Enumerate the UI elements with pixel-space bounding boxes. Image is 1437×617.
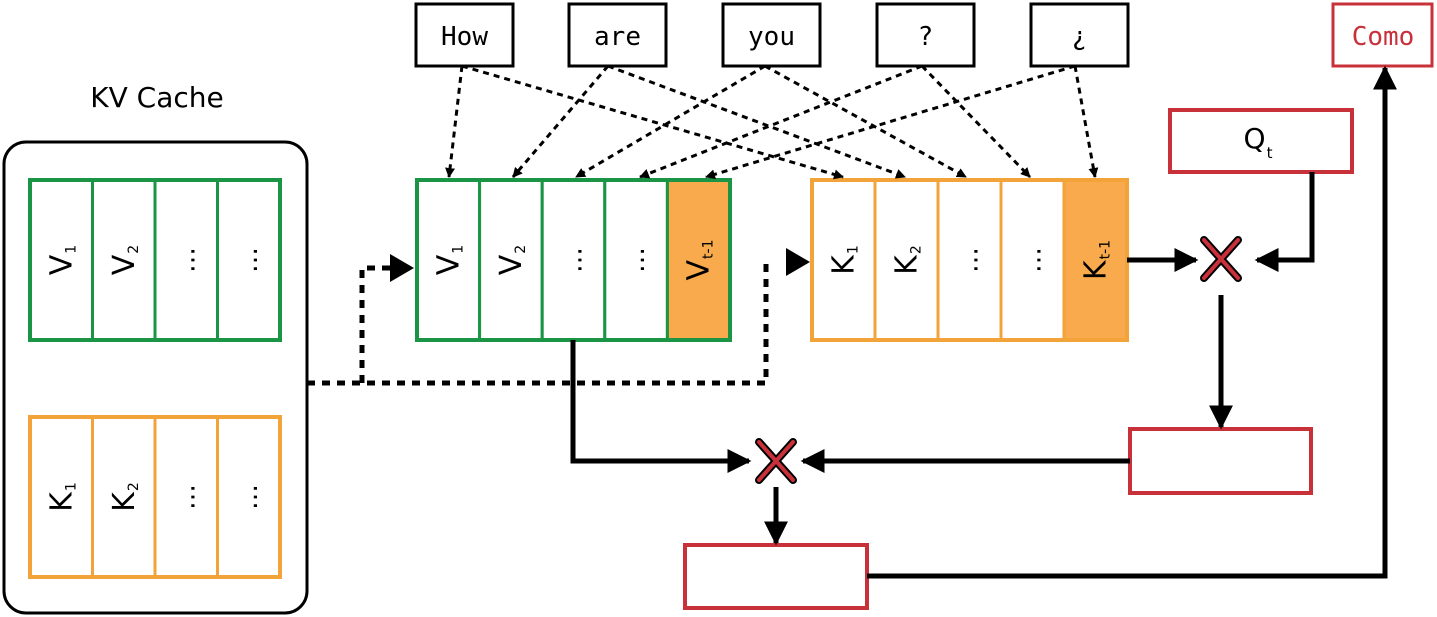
token-box [721, 2, 822, 68]
cache-load-path [307, 262, 769, 386]
cache-value-label: … [171, 247, 201, 273]
flow-arrows [570, 65, 1397, 579]
key-label: K2 [889, 245, 925, 275]
value-label: V2 [493, 245, 529, 275]
output-token-box [1331, 2, 1434, 68]
token-label: ¿ [1072, 22, 1088, 52]
cache-key-frame [28, 415, 282, 579]
query-label: Qt [1244, 122, 1273, 162]
token-connections [445, 64, 1099, 180]
cache-value-label: V1 [44, 245, 80, 275]
cache-value-cell [153, 178, 219, 342]
cache-load-arrow-keys [786, 248, 810, 276]
cache-value-label: V2 [106, 245, 142, 275]
token-box [567, 2, 668, 68]
key-label: … [1018, 247, 1048, 273]
cache-key-label: … [171, 484, 201, 510]
key-label: Kt-1 [1078, 240, 1114, 280]
token-label: ? [918, 22, 934, 52]
value-label: V1 [431, 245, 467, 275]
attention-scores-box [1128, 427, 1313, 495]
cache-values-row: V1 V2 … … [28, 178, 282, 342]
value-label: Vt-1 [681, 240, 717, 281]
key-cell [1062, 178, 1129, 342]
tokens-row: How are you? ¿ [414, 2, 1130, 68]
cache-key-label: … [234, 484, 264, 510]
token-box [875, 2, 976, 68]
token-label: are [594, 22, 641, 52]
attention-output-box [683, 543, 869, 610]
token-label: you [748, 22, 795, 52]
keys-row: K1 K2 … … Kt-1 [810, 178, 1129, 342]
key-label: … [955, 247, 985, 273]
value-label: … [621, 247, 651, 273]
multiply-icon-scores [1200, 236, 1242, 282]
cache-key-cell [153, 415, 219, 579]
cache-keys-row: K1 K2 … … [28, 415, 282, 579]
value-label: … [559, 247, 589, 273]
cache-value-cell [28, 178, 94, 342]
output-token-label: Como [1352, 22, 1415, 52]
cache-value-frame [28, 178, 282, 342]
values-row: V1 V2 … … Vt-1 [415, 178, 732, 342]
key-cell [810, 178, 877, 342]
multiply-icon-values [755, 438, 797, 484]
cache-load-arrow-values [390, 254, 414, 282]
cache-key-label: K1 [44, 482, 80, 512]
value-cell [665, 178, 732, 342]
cache-value-label: … [234, 247, 264, 273]
kv-cache-title: KV Cache [90, 81, 224, 114]
token-label: How [441, 22, 488, 52]
cache-key-cell [91, 415, 157, 579]
token-box [1029, 2, 1130, 68]
key-cell [999, 178, 1066, 342]
query-box [1168, 108, 1354, 174]
key-label: K1 [826, 245, 862, 275]
cache-key-label: K2 [106, 482, 142, 512]
